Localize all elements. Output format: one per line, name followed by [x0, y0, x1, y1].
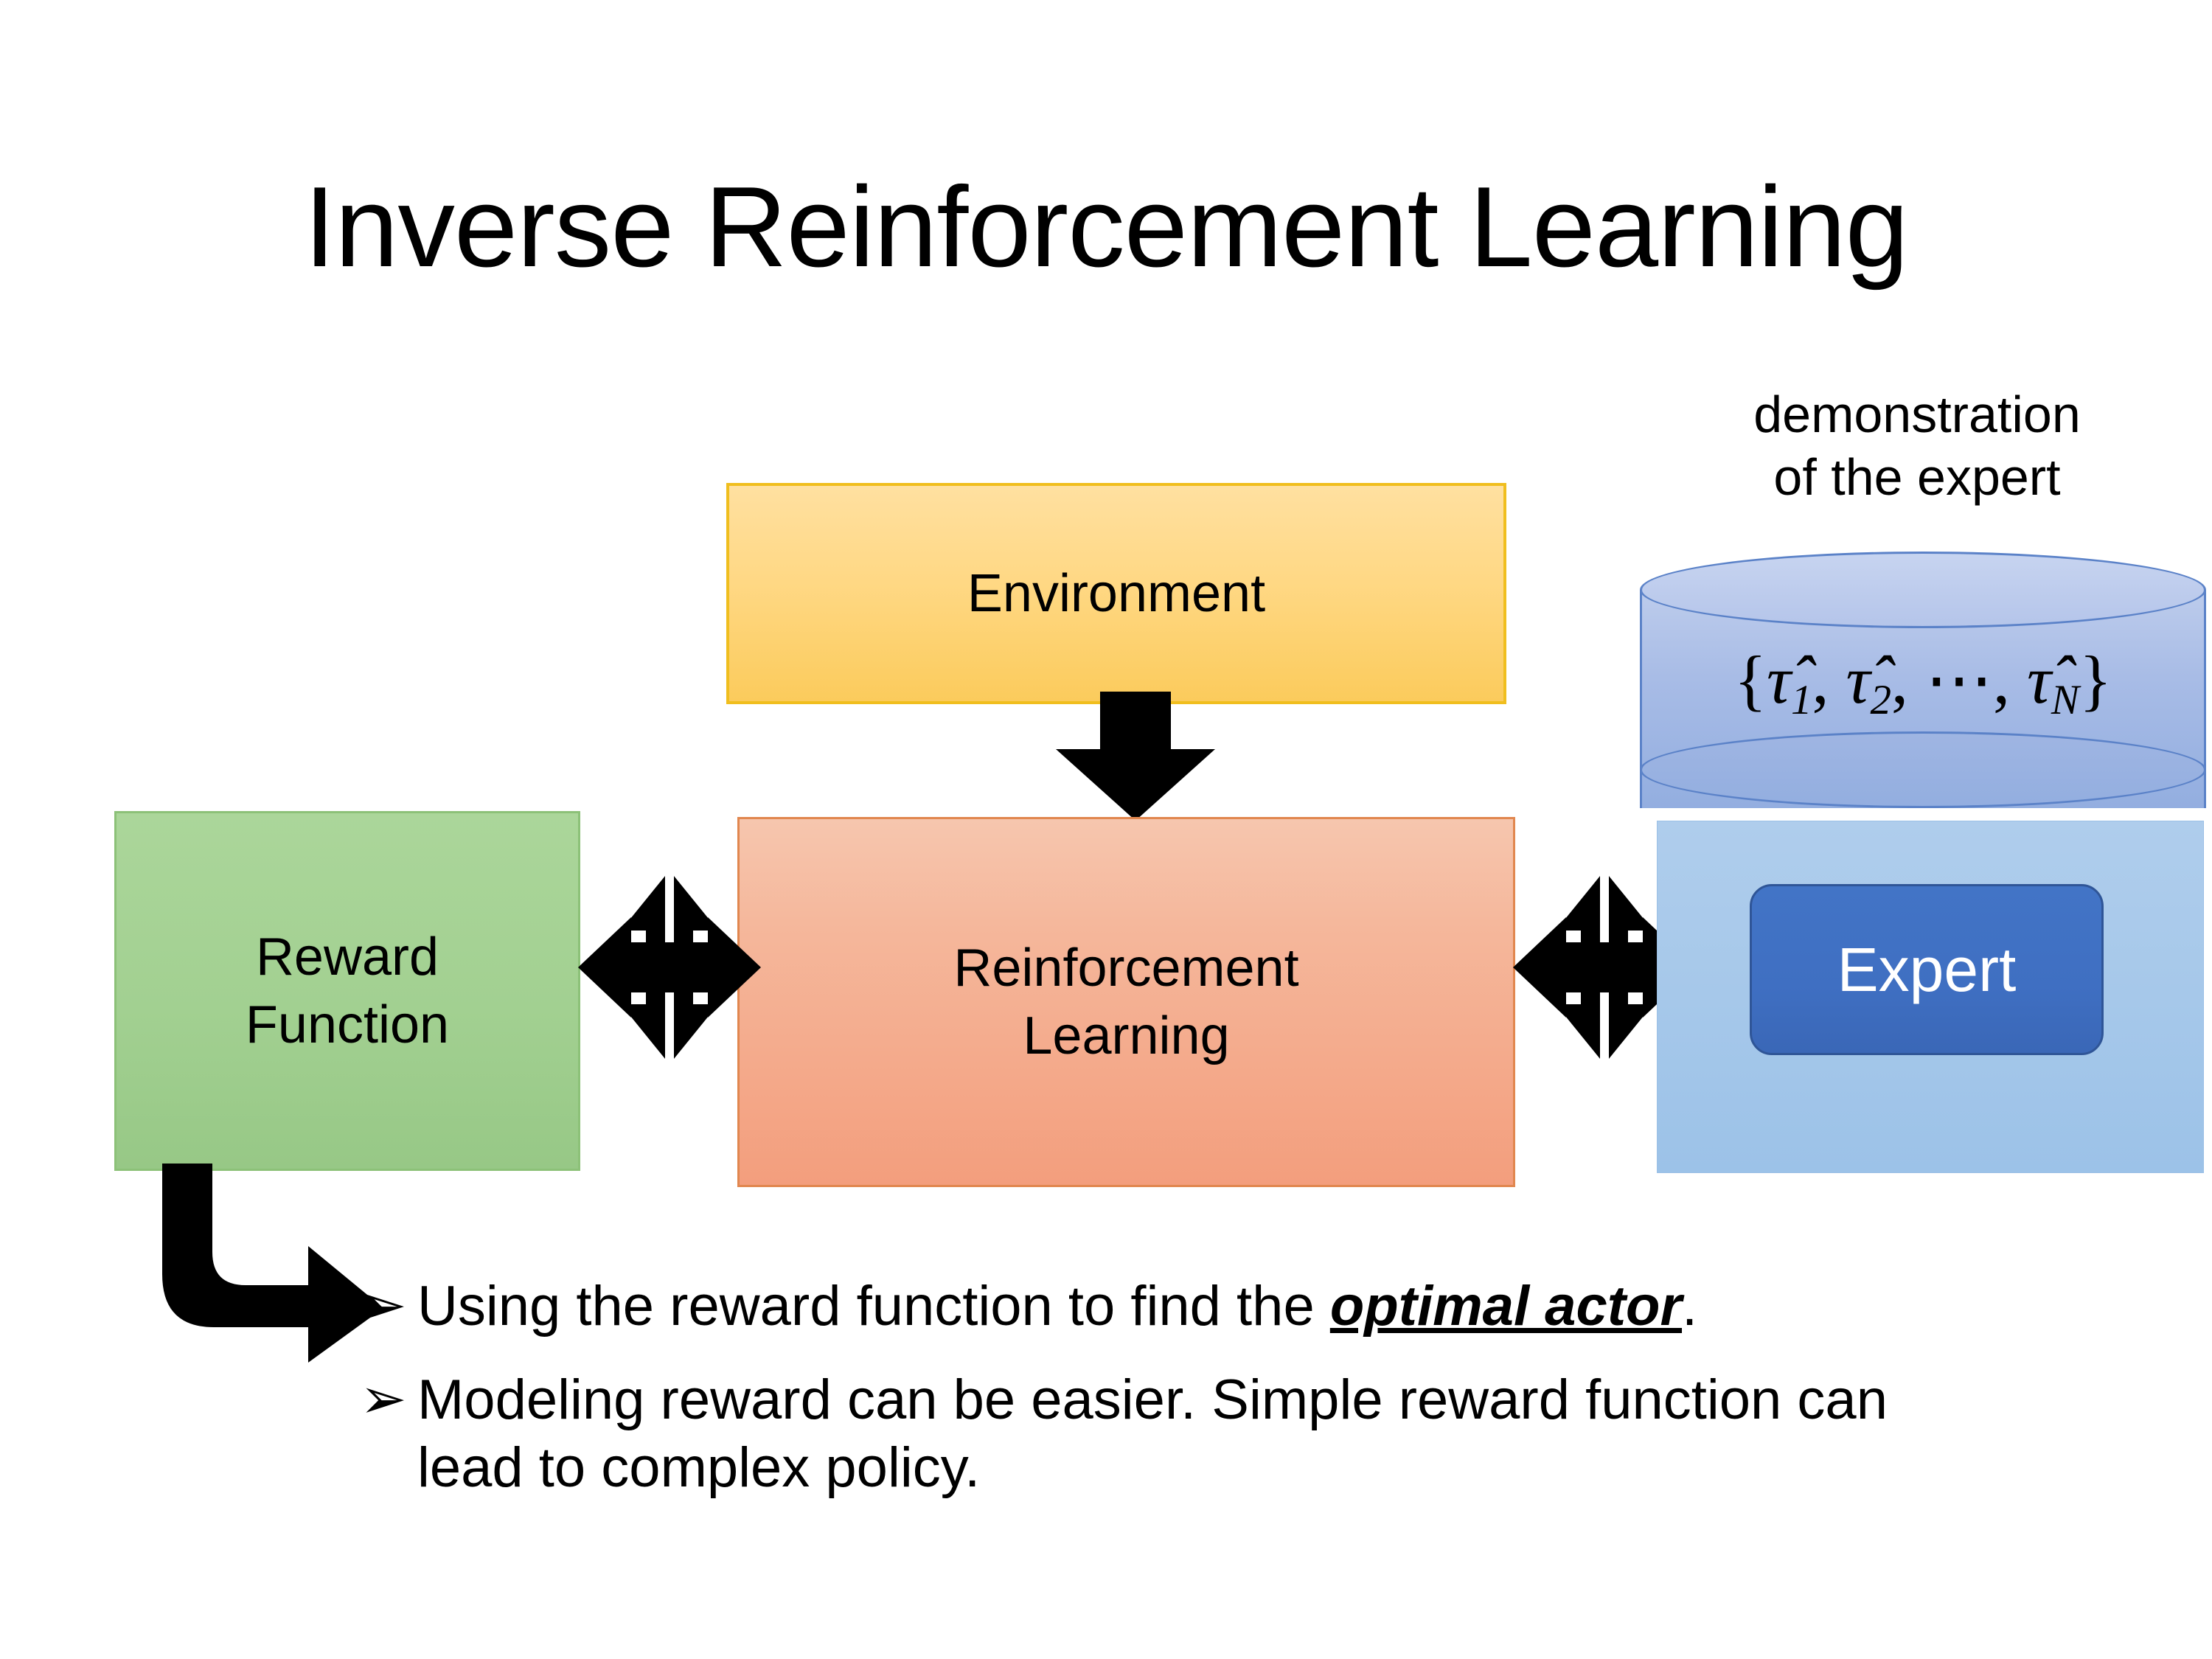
elbow-arrow-reward-to-bullets: [162, 1164, 383, 1363]
page-title: Inverse Reinforcement Learning: [304, 163, 1909, 291]
bullet-text-1: Using the reward function to find the op…: [417, 1273, 1697, 1341]
bullet-list: ➢ Using the reward function to find the …: [360, 1273, 2056, 1528]
demonstration-dataset-cylinder[interactable]: {τ̂1, τ̂2, ⋯, τ̂N}: [1640, 552, 2206, 846]
trajectory-set-formula: {τ̂1, τ̂2, ⋯, τ̂N}: [1733, 642, 2112, 723]
environment-box-label: Environment: [967, 563, 1266, 623]
bullet-arrow-icon: ➢: [360, 1274, 407, 1337]
expert-label: Expert: [1837, 934, 2017, 1004]
reward-function-label-line2: Function: [245, 995, 450, 1054]
reward-function-label-line1: Reward: [255, 927, 439, 987]
bullet-arrow-icon: ➢: [360, 1367, 407, 1430]
reinforcement-learning-box-label: Reinforcement Learning: [953, 934, 1298, 1070]
environment-box[interactable]: Environment: [726, 483, 1506, 704]
formula-close-brace: }: [2079, 642, 2112, 717]
rl-label-line2: Learning: [1023, 1006, 1230, 1065]
cylinder-bottom-ellipse: [1640, 731, 2206, 808]
reward-function-box-label: Reward Function: [246, 923, 449, 1059]
demonstration-caption: demonstration of the expert: [1644, 383, 2190, 509]
cylinder-top-ellipse: [1640, 552, 2206, 628]
list-item: ➢ Modeling reward can be easier. Simple …: [360, 1366, 2056, 1503]
list-item: ➢ Using the reward function to find the …: [360, 1273, 2056, 1341]
four-way-double-arrow-reward-rl: [578, 876, 761, 1059]
down-arrow-env-to-rl: [1056, 692, 1215, 821]
four-way-double-arrow-rl-expert: [1513, 876, 1696, 1059]
demonstration-caption-line1: demonstration: [1753, 386, 2081, 443]
bullet-1-suffix: .: [1682, 1275, 1698, 1338]
formula-open-brace: {: [1733, 642, 1767, 717]
rl-label-line1: Reinforcement: [953, 938, 1299, 998]
demonstration-caption-line2: of the expert: [1773, 448, 2061, 507]
bullet-1-emphasis: optimal actor: [1329, 1275, 1683, 1338]
expert-button[interactable]: Expert: [1750, 884, 2104, 1055]
reward-function-box[interactable]: Reward Function: [114, 811, 580, 1171]
bullet-text-2: Modeling reward can be easier. Simple re…: [417, 1368, 1888, 1500]
bullet-1-prefix: Using the reward function to find the: [417, 1275, 1330, 1338]
reinforcement-learning-box[interactable]: Reinforcement Learning: [737, 817, 1515, 1187]
